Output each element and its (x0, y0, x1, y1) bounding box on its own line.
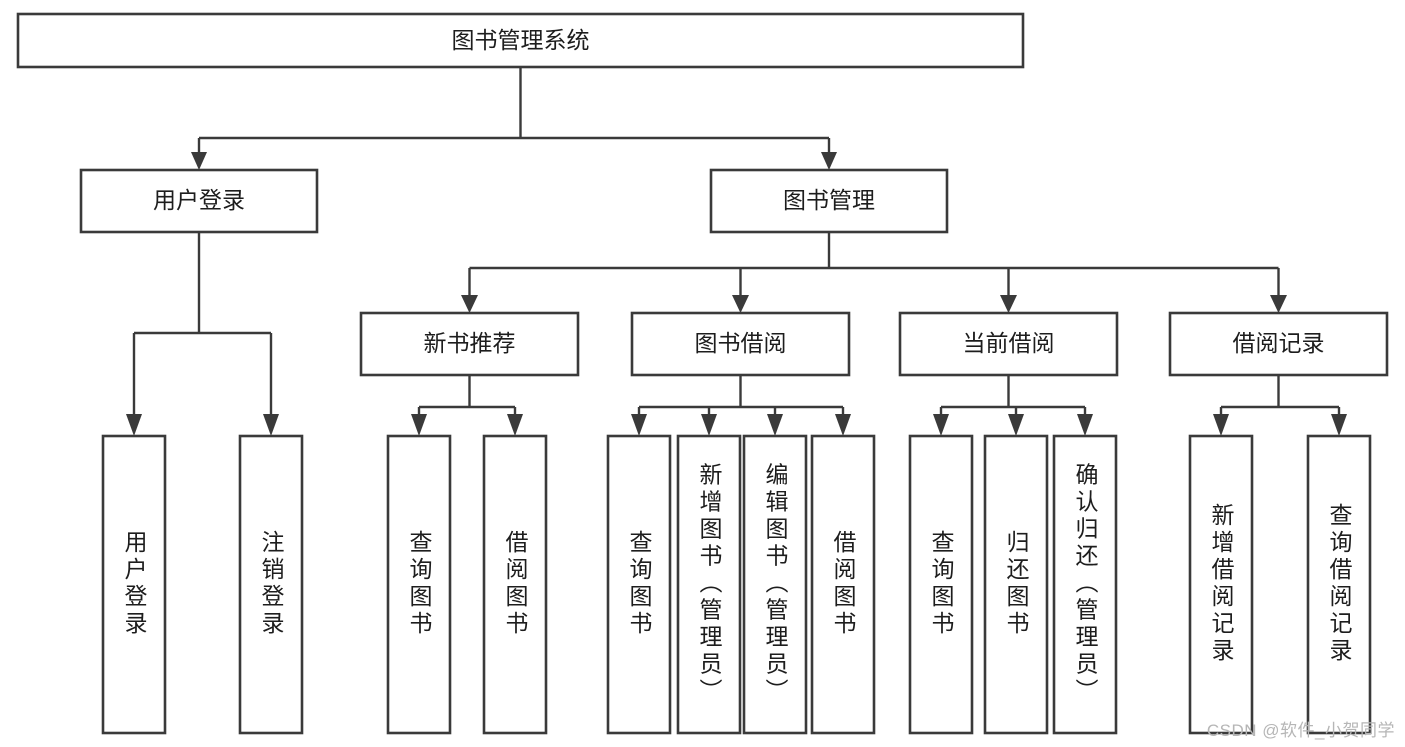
leaf-edit-book-admin-label: 编辑图书（管理员） (762, 463, 789, 706)
leaf-query-book-current[interactable]: 查询图书 (908, 434, 974, 735)
arrow-head-borrow-record (1270, 295, 1287, 313)
leaf-add-book-admin-box[interactable] (676, 434, 742, 735)
node-book-management-box[interactable] (709, 168, 949, 234)
node-current-borrow-box[interactable] (898, 311, 1119, 377)
node-book-borrow-box[interactable] (630, 311, 851, 377)
arrow-head-leaf-add-book (701, 414, 717, 436)
edges-layer (126, 67, 1347, 436)
node-book-management-label: 图书管理 (783, 187, 875, 213)
arrow-head-leaf-query-book-1 (411, 414, 427, 436)
leaf-return-book[interactable]: 归还图书 (983, 434, 1049, 735)
arrow-head-current-borrow (1000, 295, 1017, 313)
leaf-query-borrow-record[interactable]: 查询借阅记录 (1306, 434, 1372, 735)
leaf-logout[interactable]: 注销登录 (238, 434, 304, 735)
arrow-head-leaf-query-record (1331, 414, 1347, 436)
leaf-return-book-label: 归还图书 (1003, 530, 1030, 638)
leaf-return-book-box[interactable] (983, 434, 1049, 735)
leaf-user-login[interactable]: 用户登录 (101, 434, 167, 735)
arrow-head-leaf-query-book-2 (631, 414, 647, 436)
leaf-borrow-book-borrow-box[interactable] (810, 434, 876, 735)
arrow-head-leaf-edit-book (767, 414, 783, 436)
leaf-confirm-return-admin[interactable]: 确认归还（管理员） (1052, 434, 1118, 735)
leaf-edit-book-admin[interactable]: 编辑图书（管理员） (742, 434, 808, 735)
leaf-query-borrow-record-box[interactable] (1306, 434, 1372, 735)
arrow-head-book-borrow (732, 295, 749, 313)
node-book-borrow[interactable]: 图书借阅 (630, 311, 851, 377)
leaf-query-book-current-box[interactable] (908, 434, 974, 735)
node-borrow-record[interactable]: 借阅记录 (1168, 311, 1389, 377)
leaf-borrow-book-newbook-box[interactable] (482, 434, 548, 735)
leaf-borrow-book-borrow[interactable]: 借阅图书 (810, 434, 876, 735)
leaf-query-book-newbook-label: 查询图书 (406, 530, 433, 638)
leaf-confirm-return-admin-label: 确认归还（管理员） (1072, 463, 1099, 706)
leaf-user-login-box[interactable] (101, 434, 167, 735)
node-borrow-record-box[interactable] (1168, 311, 1389, 377)
node-user-login-label: 用户登录 (153, 187, 245, 213)
arrow-head-leaf-confirm-return (1077, 414, 1093, 436)
arrow-head-leaf-borrow-book-1 (507, 414, 523, 436)
node-new-book-recommend-label: 新书推荐 (424, 330, 516, 356)
node-root-label: 图书管理系统 (452, 27, 590, 53)
node-new-book-recommend[interactable]: 新书推荐 (359, 311, 580, 377)
leaf-query-book-current-label: 查询图书 (928, 530, 955, 638)
arrow-head-leaf-user-login (126, 414, 142, 436)
leaf-query-book-borrow-label: 查询图书 (626, 530, 653, 638)
leaf-add-book-admin[interactable]: 新增图书（管理员） (676, 434, 742, 735)
leaf-add-book-admin-label: 新增图书（管理员） (696, 463, 723, 706)
node-book-borrow-label: 图书借阅 (695, 330, 787, 356)
node-new-book-recommend-box[interactable] (359, 311, 580, 377)
arrow-head-leaf-logout (263, 414, 279, 436)
node-root[interactable]: 图书管理系统 (16, 12, 1025, 69)
arrow-head-leaf-add-record (1213, 414, 1229, 436)
node-user-login[interactable]: 用户登录 (79, 168, 319, 234)
leaf-query-borrow-record-label: 查询借阅记录 (1326, 503, 1353, 665)
node-current-borrow-label: 当前借阅 (963, 330, 1055, 356)
leaf-borrow-book-newbook-label: 借阅图书 (502, 530, 529, 638)
leaf-query-book-newbook[interactable]: 查询图书 (386, 434, 452, 735)
node-borrow-record-label: 借阅记录 (1233, 330, 1325, 356)
node-current-borrow[interactable]: 当前借阅 (898, 311, 1119, 377)
leaf-add-borrow-record[interactable]: 新增借阅记录 (1188, 434, 1254, 735)
leaf-add-borrow-record-label: 新增借阅记录 (1208, 503, 1235, 665)
leaf-query-book-borrow[interactable]: 查询图书 (606, 434, 672, 735)
leaf-logout-box[interactable] (238, 434, 304, 735)
node-user-login-box[interactable] (79, 168, 319, 234)
arrow-head-book-mgmt (821, 152, 837, 170)
arrow-head-leaf-query-book-3 (933, 414, 949, 436)
arrow-head-leaf-return-book (1008, 414, 1024, 436)
leaf-edit-book-admin-box[interactable] (742, 434, 808, 735)
arrow-head-leaf-borrow-book-2 (835, 414, 851, 436)
node-book-management[interactable]: 图书管理 (709, 168, 949, 234)
leaf-user-login-label: 用户登录 (121, 530, 148, 638)
leaf-borrow-book-borrow-label: 借阅图书 (830, 530, 857, 638)
arrow-head-new-book-rec (461, 295, 478, 313)
leaf-add-borrow-record-box[interactable] (1188, 434, 1254, 735)
leaf-query-book-borrow-box[interactable] (606, 434, 672, 735)
leaf-query-book-newbook-box[interactable] (386, 434, 452, 735)
leaf-borrow-book-newbook[interactable]: 借阅图书 (482, 434, 548, 735)
node-root-box[interactable] (16, 12, 1025, 69)
leaf-logout-label: 注销登录 (258, 530, 285, 638)
arrow-head-user-login (191, 152, 207, 170)
leaf-confirm-return-admin-box[interactable] (1052, 434, 1118, 735)
